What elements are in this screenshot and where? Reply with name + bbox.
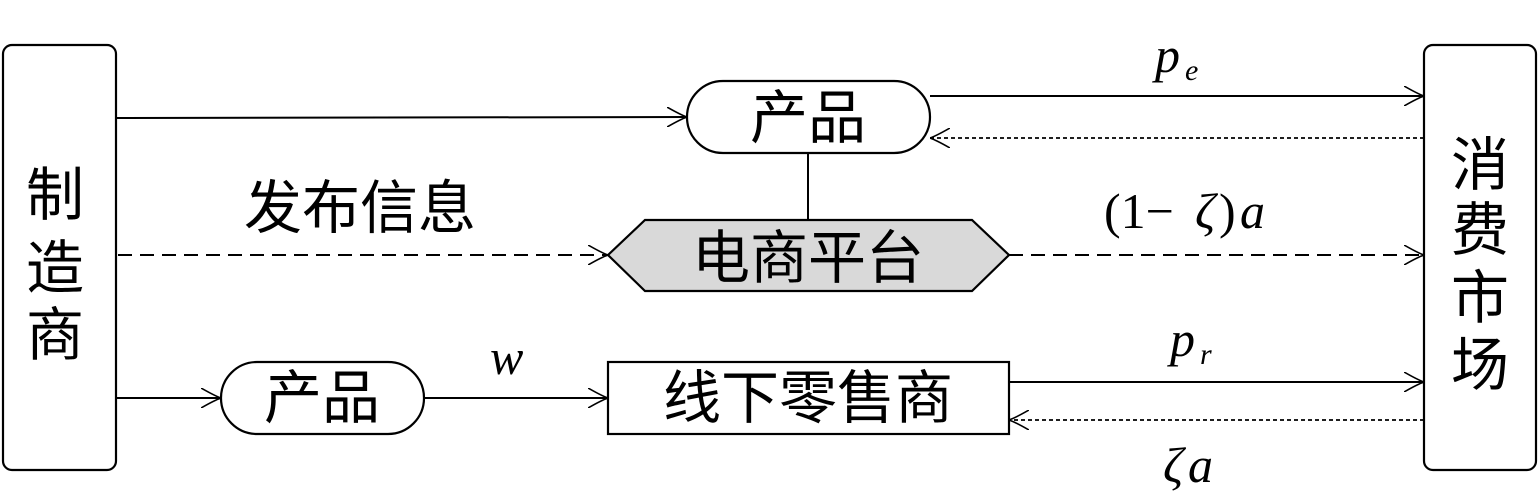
manufacturer-label-3: 商 bbox=[26, 301, 84, 369]
product-top-label: 产品 bbox=[750, 84, 866, 152]
w-label: w bbox=[490, 329, 523, 385]
offline-retailer-node: 线下零售商 bbox=[606, 360, 1011, 436]
offline-retailer-label: 线下零售商 bbox=[663, 364, 953, 432]
a-symbol: a bbox=[1240, 183, 1265, 239]
pe-label: p e bbox=[1152, 27, 1198, 87]
consumer-market-label-4: 场 bbox=[1451, 331, 1509, 399]
pr-label-main: p bbox=[1167, 311, 1195, 367]
xi-a-label-xi: ζ bbox=[1163, 437, 1187, 493]
manufacturer-label-1: 制 bbox=[26, 161, 84, 229]
pr-label: p r bbox=[1167, 311, 1212, 371]
manufacturer-label-2: 造 bbox=[26, 234, 84, 302]
ecommerce-platform-node: 电商平台 bbox=[606, 218, 1011, 293]
ecommerce-platform-label: 电商平台 bbox=[692, 224, 924, 292]
manufacturer-node: 制 造 商 bbox=[1, 43, 118, 472]
pr-label-sub: r bbox=[1200, 338, 1212, 371]
publish-info-label: 发布信息 bbox=[244, 174, 476, 242]
manufacturer-to-product-top-arrow bbox=[115, 117, 687, 118]
consumer-market-label-3: 市 bbox=[1451, 264, 1509, 332]
pe-label-sub: e bbox=[1185, 54, 1198, 87]
consumer-market-label-2: 费 bbox=[1451, 196, 1509, 264]
xi-symbol: ζ bbox=[1195, 183, 1219, 239]
product-top-node: 产品 bbox=[685, 79, 932, 155]
product-bottom-node: 产品 bbox=[219, 360, 426, 436]
xi-a-label: ζ a bbox=[1163, 437, 1213, 493]
close-paren: ) bbox=[1219, 183, 1236, 239]
one-minus-label: (1− bbox=[1104, 183, 1174, 239]
consumer-market-label-1: 消 bbox=[1451, 131, 1509, 199]
pe-label-main: p bbox=[1152, 27, 1180, 83]
xi-a-label-a: a bbox=[1188, 437, 1213, 493]
consumer-market-node: 消 费 市 场 bbox=[1422, 43, 1538, 472]
product-bottom-label: 产品 bbox=[264, 364, 380, 432]
one-minus-xi-a-label: (1− ζ ) a bbox=[1104, 183, 1265, 239]
